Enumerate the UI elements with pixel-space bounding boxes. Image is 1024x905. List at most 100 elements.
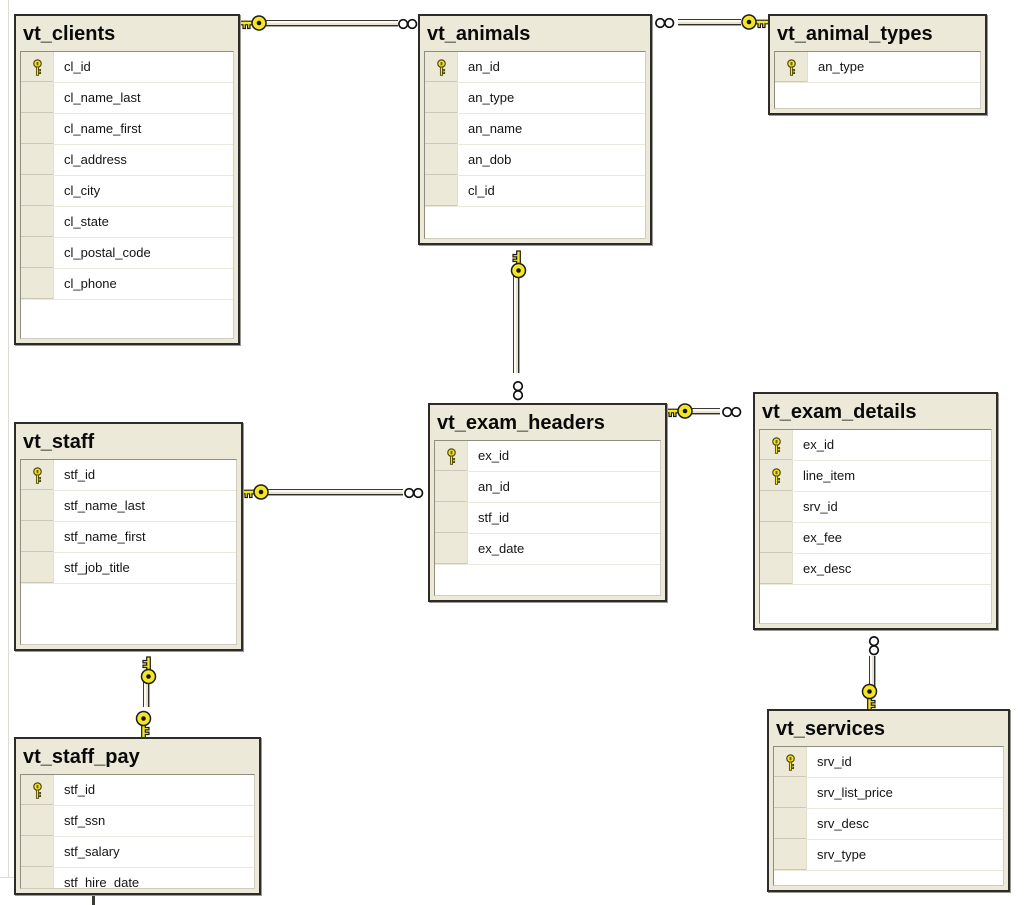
table-title[interactable]: vt_staff: [23, 431, 95, 453]
row-selector[interactable]: [435, 503, 468, 533]
table-row[interactable]: stf_id: [435, 503, 660, 534]
table-row[interactable]: an_type: [775, 52, 980, 83]
infinity-many-end-icon: [403, 486, 425, 504]
table-row[interactable]: cl_city: [21, 176, 233, 207]
table-title[interactable]: vt_exam_details: [762, 401, 917, 423]
row-selector[interactable]: [435, 472, 468, 502]
table-title[interactable]: vt_animals: [427, 23, 531, 45]
table-row[interactable]: cl_address: [21, 145, 233, 176]
row-selector[interactable]: [21, 269, 54, 299]
table-row[interactable]: ex_fee: [760, 523, 991, 554]
row-selector[interactable]: [21, 176, 54, 206]
table-vt-animal-types[interactable]: vt_animal_types an_type: [768, 14, 987, 115]
row-selector[interactable]: [760, 554, 793, 584]
table-row[interactable]: an_id: [435, 472, 660, 503]
row-selector[interactable]: [775, 52, 808, 82]
row-selector[interactable]: [21, 837, 54, 867]
table-vt-exam-details[interactable]: vt_exam_details ex_id line_item srv_id e…: [753, 392, 998, 630]
relationship-line[interactable]: [678, 19, 741, 25]
table-row[interactable]: srv_id: [760, 492, 991, 523]
table-row[interactable]: an_type: [425, 83, 645, 114]
table-row[interactable]: an_name: [425, 114, 645, 145]
table-row[interactable]: stf_salary: [21, 837, 254, 868]
table-row[interactable]: cl_state: [21, 207, 233, 238]
table-row[interactable]: stf_ssn: [21, 806, 254, 837]
row-selector[interactable]: [774, 840, 807, 870]
table-vt-animals[interactable]: vt_animals an_id an_type an_name an_dob …: [418, 14, 652, 245]
table-row[interactable]: srv_list_price: [774, 778, 1003, 809]
row-selector[interactable]: [21, 238, 54, 268]
table-row[interactable]: stf_name_first: [21, 522, 236, 553]
table-title[interactable]: vt_services: [776, 718, 885, 740]
table-vt-exam-headers[interactable]: vt_exam_headers ex_id an_id stf_id ex_da…: [428, 403, 667, 602]
row-selector[interactable]: [774, 778, 807, 808]
table-row[interactable]: cl_name_first: [21, 114, 233, 145]
table-row[interactable]: cl_name_last: [21, 83, 233, 114]
table-row[interactable]: ex_id: [760, 430, 991, 461]
table-row[interactable]: srv_type: [774, 840, 1003, 871]
table-row[interactable]: cl_id: [21, 52, 233, 83]
column-grid: ex_id an_id stf_id ex_date: [434, 440, 661, 596]
row-selector[interactable]: [21, 775, 54, 805]
empty-grid-area: [21, 584, 236, 644]
key-icon: [664, 403, 693, 419]
row-selector[interactable]: [21, 114, 54, 144]
table-row[interactable]: stf_name_last: [21, 491, 236, 522]
row-selector[interactable]: [425, 83, 458, 113]
table-row[interactable]: line_item: [760, 461, 991, 492]
row-selector[interactable]: [760, 523, 793, 553]
table-row[interactable]: srv_desc: [774, 809, 1003, 840]
relationship-line[interactable]: [869, 656, 875, 688]
column-name: stf_job_title: [64, 560, 130, 575]
table-title[interactable]: vt_staff_pay: [23, 746, 140, 768]
row-selector[interactable]: [760, 461, 793, 491]
row-selector[interactable]: [21, 145, 54, 175]
table-row[interactable]: cl_postal_code: [21, 238, 233, 269]
row-selector[interactable]: [21, 522, 54, 552]
table-vt-clients[interactable]: vt_clients cl_id cl_name_last cl_name_fi…: [14, 14, 240, 345]
relationship-line[interactable]: [143, 680, 149, 707]
row-selector[interactable]: [21, 868, 54, 888]
relationship-line[interactable]: [513, 273, 519, 373]
table-row[interactable]: cl_phone: [21, 269, 233, 300]
key-one-end-icon: [861, 683, 884, 713]
row-selector[interactable]: [425, 145, 458, 175]
table-row[interactable]: stf_id: [21, 775, 254, 806]
row-selector[interactable]: [21, 83, 54, 113]
relationship-line[interactable]: [692, 408, 720, 414]
row-selector[interactable]: [760, 492, 793, 522]
relationship-line[interactable]: [266, 20, 398, 26]
row-selector[interactable]: [21, 491, 54, 521]
table-row[interactable]: an_dob: [425, 145, 645, 176]
row-selector[interactable]: [774, 747, 807, 777]
table-vt-services[interactable]: vt_services srv_id srv_list_price srv_de…: [767, 709, 1010, 892]
table-row[interactable]: ex_date: [435, 534, 660, 565]
row-selector[interactable]: [425, 176, 458, 206]
row-selector[interactable]: [760, 430, 793, 460]
table-row[interactable]: srv_id: [774, 747, 1003, 778]
row-selector[interactable]: [21, 806, 54, 836]
row-selector[interactable]: [21, 52, 54, 82]
table-title[interactable]: vt_exam_headers: [437, 412, 605, 434]
row-selector[interactable]: [435, 534, 468, 564]
table-row[interactable]: ex_desc: [760, 554, 991, 585]
table-row[interactable]: cl_id: [425, 176, 645, 207]
row-selector[interactable]: [774, 809, 807, 839]
row-selector[interactable]: [21, 553, 54, 583]
relationship-line[interactable]: [268, 489, 403, 495]
row-selector[interactable]: [425, 114, 458, 144]
row-selector[interactable]: [21, 460, 54, 490]
table-title[interactable]: vt_clients: [23, 23, 116, 45]
table-row[interactable]: ex_id: [435, 441, 660, 472]
table-row[interactable]: stf_id: [21, 460, 236, 491]
row-selector[interactable]: [425, 52, 458, 82]
table-row[interactable]: an_id: [425, 52, 645, 83]
table-title[interactable]: vt_animal_types: [777, 23, 933, 45]
table-vt-staff[interactable]: vt_staff stf_id stf_name_last stf_name_f…: [14, 422, 243, 651]
row-selector[interactable]: [435, 441, 468, 471]
table-row[interactable]: stf_hire_date: [21, 868, 254, 888]
table-vt-staff-pay[interactable]: vt_staff_pay stf_id stf_ssn stf_salary s…: [14, 737, 261, 895]
table-row[interactable]: stf_job_title: [21, 553, 236, 584]
row-selector[interactable]: [21, 207, 54, 237]
